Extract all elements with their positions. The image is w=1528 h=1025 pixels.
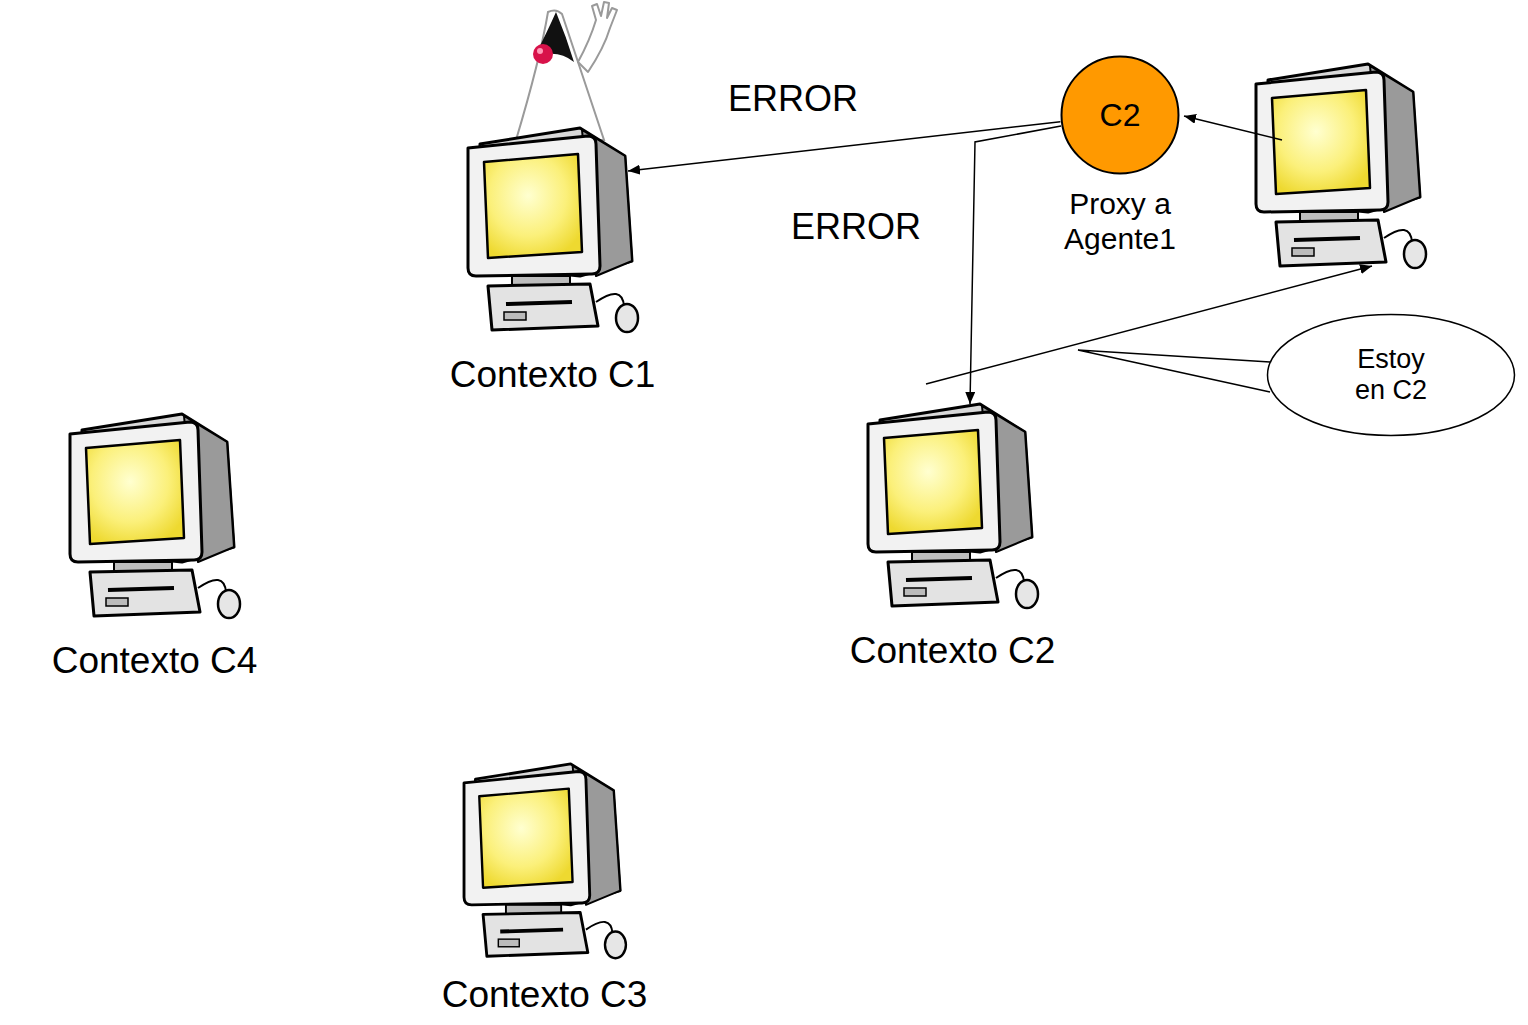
computer-node: Contexto C2: [860, 402, 1045, 612]
computer-icon: [464, 764, 626, 958]
duke-mascot: [516, 2, 617, 140]
connector-arrow: [970, 126, 1061, 404]
edge-label: ERROR: [788, 206, 924, 247]
computer-icon: [452, 762, 637, 962]
node-title: C2: [1100, 97, 1141, 134]
arrow-line: [1184, 116, 1282, 140]
node-label: Contexto C1: [450, 356, 656, 393]
computer-node: Contexto C3: [452, 762, 637, 962]
node-caption: Proxy a Agente1: [1035, 187, 1205, 256]
proxy-circle: C2Proxy a Agente1: [1060, 55, 1180, 175]
speech-bubble: Estoy en C2: [1266, 313, 1516, 437]
callout-tail: [1078, 350, 1270, 392]
computer-icon: [62, 412, 247, 622]
edge-label: ERROR: [725, 78, 861, 119]
circle-body: C2: [1060, 55, 1180, 175]
node-label: Contexto C3: [442, 976, 648, 1013]
connector-arrow: [628, 122, 1060, 171]
computer-icon: [1256, 64, 1426, 268]
computer-icon: [460, 126, 645, 336]
node-label: Contexto C2: [850, 632, 1056, 669]
computer-node: Contexto C1: [460, 126, 645, 336]
computer-icon: [70, 414, 240, 618]
node-label: Contexto C4: [52, 642, 258, 679]
computer-icon: [868, 404, 1038, 608]
bubble-body: Estoy en C2: [1266, 313, 1516, 437]
computer-icon: [468, 128, 638, 332]
bubble-text: Estoy en C2: [1345, 344, 1437, 406]
computer-icon: [860, 402, 1045, 612]
bubble-outline: [1268, 315, 1515, 436]
circle-outline: [1062, 57, 1179, 174]
computer-node: Contexto C4: [62, 412, 247, 622]
